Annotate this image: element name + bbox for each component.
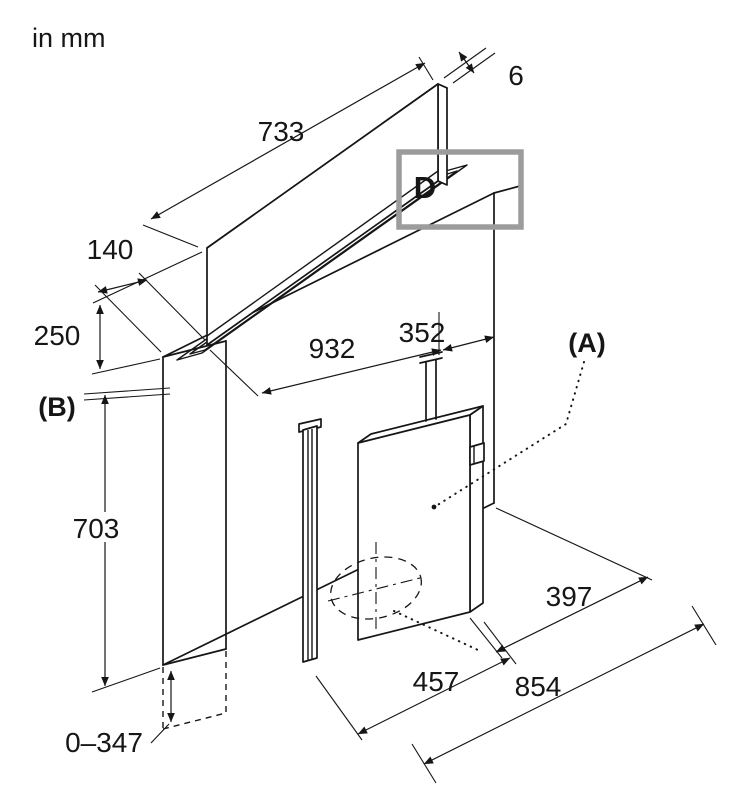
dim-0-347-telescopic — [150, 670, 175, 744]
dim-label-703: 703 — [73, 513, 120, 544]
dim-854-clearance — [411, 605, 717, 784]
dim-label-140: 140 — [87, 234, 134, 265]
dim-label-457: 457 — [413, 666, 460, 697]
dim-140-top-depth — [94, 272, 206, 353]
dim-733-panel-length — [142, 56, 434, 248]
dim-250-panel-height — [91, 251, 203, 375]
dim-label-397: 397 — [546, 581, 593, 612]
detail-d-label: D — [414, 170, 436, 205]
callout-b-reference — [83, 387, 171, 401]
dim-932-cutout-length — [209, 312, 442, 397]
motor-unit — [357, 351, 485, 641]
dim-label-733: 733 — [258, 116, 305, 147]
glass-panel — [206, 83, 448, 346]
label-mask — [72, 512, 120, 542]
dim-label-352: 352 — [399, 317, 446, 348]
dim-352-motor-offset — [442, 335, 495, 352]
callout-a-leader — [431, 361, 585, 510]
callout-a-label: (A) — [568, 328, 605, 358]
dim-label-0-347: 0–347 — [65, 727, 143, 758]
callout-b-label: (B) — [38, 392, 75, 422]
duct-channel — [298, 418, 322, 663]
dim-label-250: 250 — [34, 320, 81, 351]
dim-label-854: 854 — [515, 671, 562, 702]
dim-6-panel-thickness — [443, 47, 496, 84]
units-label: in mm — [32, 23, 106, 53]
dim-label-932: 932 — [309, 333, 356, 364]
dim-label-6: 6 — [508, 60, 524, 91]
